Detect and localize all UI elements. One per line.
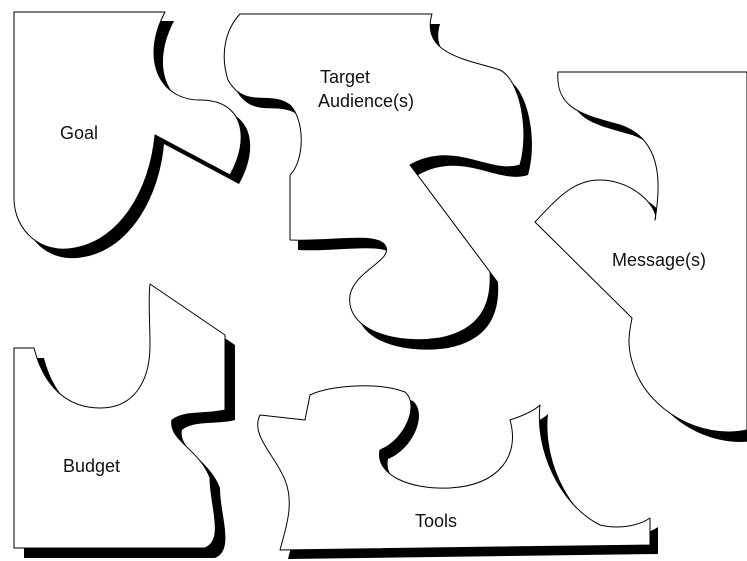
tools-piece-shape <box>257 385 651 551</box>
puzzle-piece-target-audience: Target Audience(s) <box>223 13 532 350</box>
budget-label: Budget <box>63 456 120 476</box>
puzzle-piece-tools: Tools <box>257 385 658 559</box>
target-label-line1: Target <box>320 67 370 87</box>
puzzle-piece-goal: Goal <box>13 11 251 259</box>
message-label: Message(s) <box>612 250 706 270</box>
message-piece-shape <box>534 71 747 433</box>
target-label-line2: Audience(s) <box>318 91 414 111</box>
goal-piece-shape <box>13 11 242 250</box>
puzzle-piece-budget: Budget <box>13 283 235 558</box>
goal-label: Goal <box>60 123 98 143</box>
tools-label: Tools <box>415 511 457 531</box>
target-piece-shape <box>223 13 525 341</box>
budget-piece-shape <box>13 283 226 549</box>
puzzle-piece-message: Message(s) <box>534 71 747 442</box>
